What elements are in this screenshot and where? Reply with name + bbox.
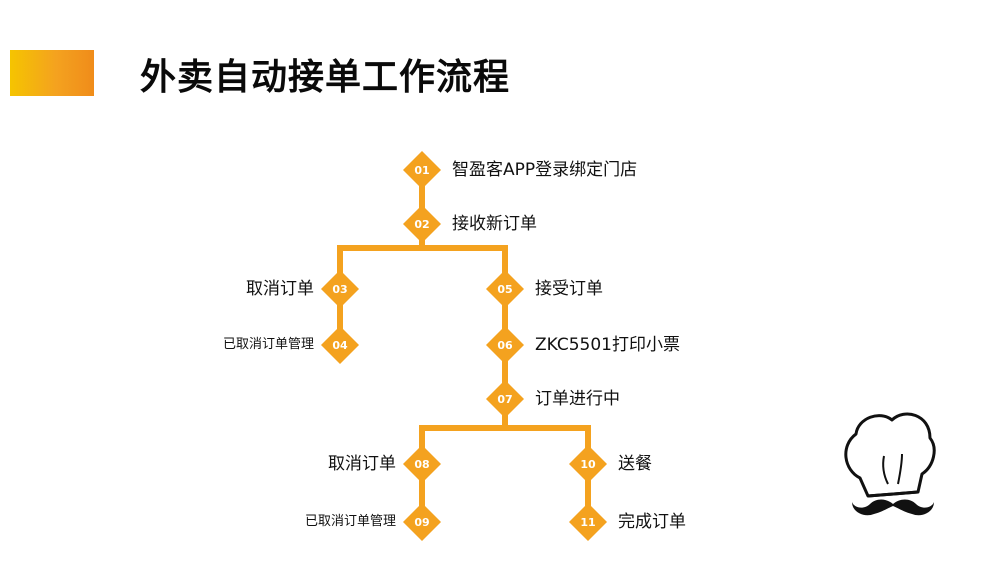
step-node-05: 05 xyxy=(486,270,524,308)
step-label-07: 订单进行中 xyxy=(535,389,620,409)
step-label-01: 智盈客APP登录绑定门店 xyxy=(452,160,638,180)
step-nodes: 01 02 03 04 05 06 07 08 09 10 11 xyxy=(321,151,607,541)
step-node-07: 07 xyxy=(486,380,524,418)
step-number: 02 xyxy=(414,218,429,231)
step-node-08: 08 xyxy=(403,445,441,483)
step-label-11: 完成订单 xyxy=(618,512,686,532)
step-node-09: 09 xyxy=(403,503,441,541)
step-number: 03 xyxy=(332,283,347,296)
step-number: 11 xyxy=(580,516,595,529)
step-label-06: ZKC5501打印小票 xyxy=(535,335,680,355)
step-diamond xyxy=(569,445,607,483)
step-diamond xyxy=(403,445,441,483)
step-diamond xyxy=(486,380,524,418)
step-diamond xyxy=(486,326,524,364)
step-node-03: 03 xyxy=(321,270,359,308)
step-label-05: 接受订单 xyxy=(535,279,603,299)
step-label-02: 接收新订单 xyxy=(452,214,537,234)
step-label-03: 取消订单 xyxy=(246,279,314,299)
step-number: 06 xyxy=(497,339,513,352)
step-number: 05 xyxy=(497,283,512,296)
step-node-10: 10 xyxy=(569,445,607,483)
step-label-04: 已取消订单管理 xyxy=(222,337,314,352)
step-number: 04 xyxy=(332,339,348,352)
step-node-02: 02 xyxy=(403,205,441,243)
step-node-06: 06 xyxy=(486,326,524,364)
chef-hat-mustache-icon xyxy=(844,412,936,516)
step-diamond xyxy=(403,205,441,243)
page-title: 外卖自动接单工作流程 xyxy=(140,57,511,98)
step-diamond xyxy=(321,270,359,308)
step-diamond xyxy=(486,270,524,308)
step-node-04: 04 xyxy=(321,326,359,364)
step-number: 07 xyxy=(497,393,512,406)
step-diamond xyxy=(569,503,607,541)
step-node-01: 01 xyxy=(403,151,441,189)
step-label-09: 已取消订单管理 xyxy=(304,514,396,529)
step-label-08: 取消订单 xyxy=(328,454,396,474)
step-label-10: 送餐 xyxy=(618,454,652,474)
step-diamond xyxy=(403,503,441,541)
step-number: 10 xyxy=(580,458,596,471)
step-node-11: 11 xyxy=(569,503,607,541)
step-number: 01 xyxy=(414,164,429,177)
title-accent-bar xyxy=(10,50,94,96)
step-number: 08 xyxy=(414,458,429,471)
step-number: 09 xyxy=(414,516,429,529)
step-diamond xyxy=(403,151,441,189)
step-diamond xyxy=(321,326,359,364)
